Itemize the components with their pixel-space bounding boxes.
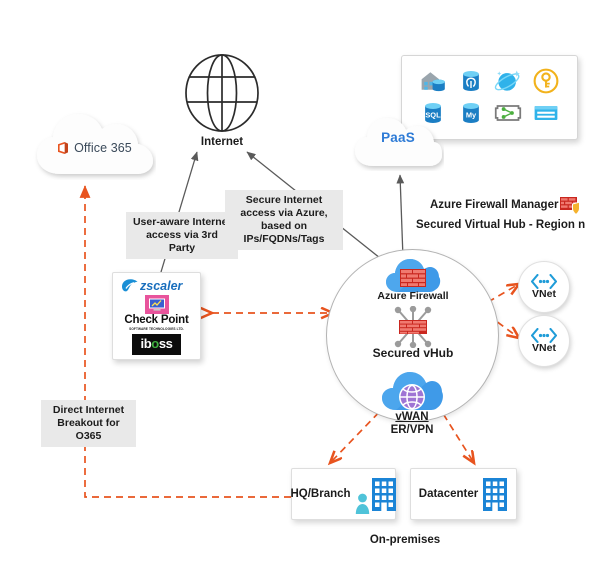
internet-label: Internet bbox=[200, 136, 244, 148]
vendor-checkpoint-icon-row bbox=[144, 295, 169, 314]
vendor-checkpoint-sub-row: SOFTWARE TECHNOLOGIES LTD. bbox=[129, 327, 184, 332]
vendor-checkpoint-name-row: Check Point bbox=[124, 314, 189, 326]
firewall-manager-shield-icon bbox=[560, 197, 580, 215]
key-vault-icon bbox=[533, 68, 559, 94]
hq-branch-label: HQ/Branch bbox=[290, 488, 351, 500]
app-service-icon bbox=[534, 106, 558, 120]
office365-content: Office 365 bbox=[33, 108, 156, 180]
vendor-zscaler: zscaler bbox=[120, 277, 194, 294]
callout-direct-breakout: Direct Internet Breakout for O365 bbox=[41, 400, 136, 447]
internet-node: Internet bbox=[178, 52, 266, 152]
svg-text:My: My bbox=[465, 110, 476, 119]
cloud-shape bbox=[355, 118, 442, 166]
onpremises-caption: On-premises bbox=[369, 534, 441, 546]
firewall-manager-title-row: Azure Firewall Manager bbox=[430, 197, 600, 215]
checkpoint-name: Check Point bbox=[124, 314, 189, 326]
person-icon bbox=[355, 493, 369, 514]
zscaler-logo-icon: zscaler bbox=[121, 279, 184, 293]
office-logo-icon bbox=[58, 142, 69, 154]
data-factory-icon bbox=[495, 105, 522, 121]
office-building-icon bbox=[483, 478, 508, 511]
firewall-manager-subtitle: Secured Virtual Hub - Region n bbox=[416, 219, 586, 231]
cosmos-db-icon bbox=[495, 70, 521, 91]
vwan-label-line2: ER/VPN bbox=[390, 424, 434, 436]
onprem-site-hq-branch: HQ/Branch bbox=[290, 468, 396, 520]
vnet-label: VNet bbox=[532, 288, 556, 300]
paas-label: PaaS bbox=[381, 130, 415, 145]
vwan-label: vWAN ER/VPN bbox=[362, 411, 462, 437]
azure-firewall-icon bbox=[386, 259, 441, 292]
vwan-label-line1: vWAN bbox=[395, 411, 429, 423]
vnet-label: VNet bbox=[532, 342, 556, 354]
wire-hub-to-vnet-1 bbox=[488, 284, 519, 302]
checkpoint-logo-icon bbox=[144, 295, 169, 314]
paas-services-grid: SQL My bbox=[414, 65, 565, 130]
office365-cloud: Office 365 bbox=[33, 108, 156, 180]
firewall-manager-title: Azure Firewall Manager bbox=[430, 199, 559, 211]
secured-vhub-node: Secured vHub bbox=[373, 305, 453, 360]
iboss-name: iboss bbox=[140, 336, 173, 351]
data-warehouse-icon bbox=[421, 72, 445, 92]
third-party-vendor-box: zscaler Check Point SOFTWARE TECHNOLOGIE… bbox=[112, 272, 201, 360]
globe-icon bbox=[185, 54, 259, 132]
callout-azure-secure-access: Secure Internet access via Azure, based … bbox=[225, 190, 343, 250]
mysql-icon: My bbox=[462, 103, 479, 123]
vnet-icon bbox=[531, 274, 557, 289]
office-building-icon bbox=[371, 478, 396, 511]
vnet-icon bbox=[531, 328, 557, 343]
sql-database-icon: SQL bbox=[425, 103, 441, 123]
vendor-iboss: iboss bbox=[131, 333, 182, 355]
office365-label: Office 365 bbox=[74, 141, 132, 155]
svg-text:SQL: SQL bbox=[425, 110, 441, 119]
iboss-logo-icon: iboss bbox=[131, 334, 182, 355]
callout-third-party: User-aware Internet access via 3rd Party bbox=[126, 212, 238, 259]
postgresql-icon bbox=[462, 71, 479, 91]
secured-vhub-label: Secured vHub bbox=[372, 346, 454, 360]
vnet-node-1: VNet bbox=[518, 261, 570, 313]
azure-firewall-label: Azure Firewall bbox=[377, 290, 449, 302]
paas-services-panel: SQL My bbox=[401, 55, 578, 140]
vwan-icon bbox=[382, 372, 443, 410]
wire-firewall-to-paas bbox=[396, 174, 405, 259]
secured-vhub-icon bbox=[394, 305, 432, 349]
vwan-node: vWAN ER/VPN bbox=[378, 368, 446, 436]
datacenter-label: Datacenter bbox=[418, 488, 479, 500]
vnet-node-2: VNet bbox=[518, 315, 570, 367]
onprem-site-datacenter: Datacenter bbox=[410, 468, 517, 520]
paas-cloud: PaaS bbox=[352, 113, 444, 171]
cloud-shape bbox=[37, 114, 153, 174]
svg-text:zscaler: zscaler bbox=[139, 279, 184, 293]
azure-firewall-node: Azure Firewall bbox=[377, 256, 449, 304]
checkpoint-subtitle: SOFTWARE TECHNOLOGIES LTD. bbox=[129, 327, 184, 331]
